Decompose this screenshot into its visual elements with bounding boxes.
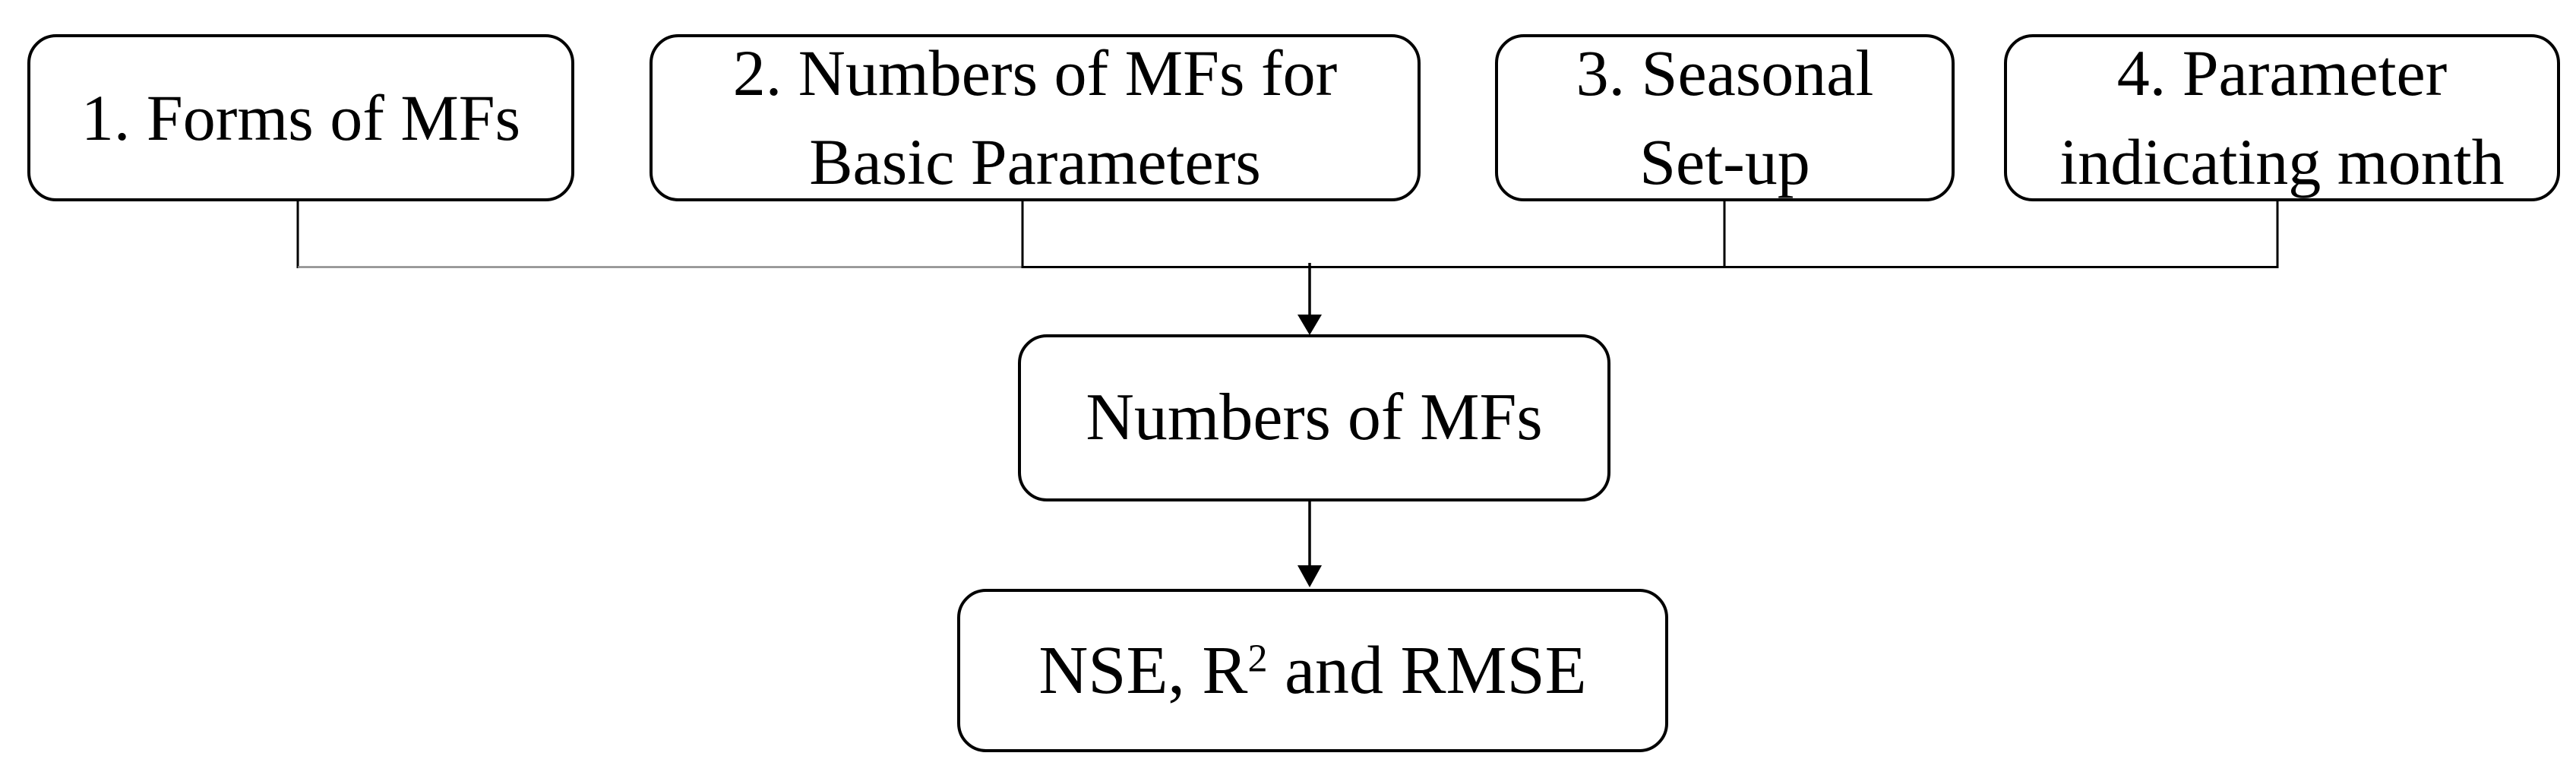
node-numbers-of-mfs: Numbers of MFs (1018, 334, 1610, 501)
arrowhead-down-icon (1297, 315, 1322, 335)
node-label-line: 3. Seasonal (1576, 36, 1874, 109)
arrowhead-down-icon (1297, 565, 1322, 587)
node-numbers-of-mfs-for-basic-parameters: 2. Numbers of MFs for Basic Parameters (650, 34, 1421, 201)
label-superscript: 2 (1247, 635, 1268, 680)
node-label-line: indicating month (2059, 125, 2505, 198)
arrow-to-numbers-of-mfs (1297, 263, 1322, 335)
node-nse-r2-and-rmse: NSE, R2 and RMSE (957, 589, 1668, 752)
node-label-line: 2. Numbers of MFs for (732, 36, 1338, 109)
node-forms-of-mfs: 1. Forms of MFs (27, 34, 574, 201)
node-label-line: Numbers of MFs (1086, 381, 1543, 454)
arrow-to-nse-r2-rmse (1297, 501, 1322, 587)
label-text-before-sup: NSE, R (1038, 632, 1248, 708)
node-label-line: 1. Forms of MFs (81, 81, 521, 154)
node-seasonal-set-up: 3. Seasonal Set-up (1495, 34, 1955, 201)
node-label-line: Set-up (1639, 125, 1810, 198)
node-label-line: NSE, R2 and RMSE (1038, 629, 1586, 713)
label-text-after-sup: and RMSE (1267, 632, 1587, 708)
node-label-line: 4. Parameter (2116, 36, 2448, 109)
node-parameter-indicating-month: 4. Parameter indicating month (2004, 34, 2560, 201)
node-label-line: Basic Parameters (809, 125, 1261, 198)
